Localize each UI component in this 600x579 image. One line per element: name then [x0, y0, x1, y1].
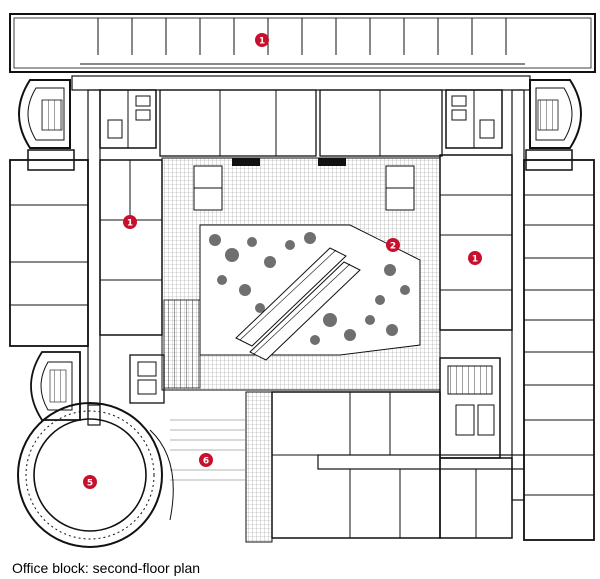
- service-core-left: [99, 89, 157, 149]
- service-core-right: [445, 89, 503, 149]
- svg-text:1: 1: [259, 37, 265, 47]
- svg-text:1: 1: [127, 219, 133, 229]
- svg-text:5: 5: [87, 479, 93, 489]
- spiral-stair: [30, 351, 81, 421]
- floor-plan-drawing: 1 1 1 2 5 6: [9, 13, 596, 548]
- right-office-wing: [439, 154, 595, 541]
- stair-tower-right: [525, 79, 582, 171]
- lower-office-wing: [271, 391, 513, 539]
- svg-text:2: 2: [390, 242, 396, 252]
- top-office-wing: [9, 13, 596, 77]
- atrium: [161, 157, 441, 391]
- figure-caption: Office block: second-floor plan: [12, 560, 201, 576]
- walkway-bridge: [170, 391, 273, 543]
- marker-2: 2: [386, 238, 400, 252]
- marker-1-left: 1: [123, 215, 137, 229]
- svg-text:6: 6: [203, 457, 209, 467]
- marker-5: 5: [83, 475, 97, 489]
- left-office-wing: [9, 159, 163, 347]
- north-offices: [159, 89, 443, 157]
- circular-pavilion: [17, 402, 174, 548]
- lower-service-core: [129, 354, 501, 459]
- stair-tower-left: [18, 79, 75, 171]
- marker-1-right: 1: [468, 251, 482, 265]
- svg-text:1: 1: [472, 255, 478, 265]
- marker-6: 6: [199, 453, 213, 467]
- marker-1-top: 1: [255, 33, 269, 47]
